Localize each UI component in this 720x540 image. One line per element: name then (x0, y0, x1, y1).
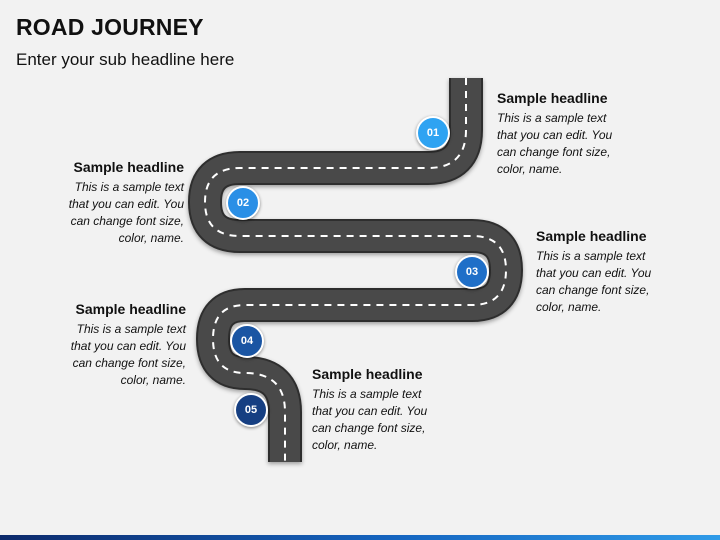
step-number: 02 (236, 197, 250, 209)
step-number: 05 (244, 404, 258, 416)
step-node-05: 05 (234, 393, 268, 427)
page-title: ROAD JOURNEY (16, 14, 204, 40)
bottom-accent-bar (0, 535, 720, 540)
road-lane-marking (203, 78, 508, 462)
page-subtitle: Enter your sub headline here (16, 50, 235, 69)
step-block-03: Sample headline This is a sample text th… (536, 228, 686, 316)
step-node-01: 01 (416, 116, 450, 150)
step-headline: Sample headline (497, 90, 608, 106)
step-text: This is a sample text that you can edit.… (312, 387, 428, 452)
step-number: 01 (426, 127, 440, 139)
step-text: This is a sample text that you can edit.… (497, 111, 613, 176)
step-block-01: Sample headline This is a sample text th… (497, 90, 647, 178)
step-headline: Sample headline (73, 159, 184, 175)
step-number: 04 (240, 335, 254, 347)
step-block-05: Sample headline This is a sample text th… (312, 366, 462, 454)
step-number: 03 (465, 266, 479, 278)
step-node-02: 02 (226, 186, 260, 220)
step-node-04: 04 (230, 324, 264, 358)
step-node-03: 03 (455, 255, 489, 289)
step-block-04: Sample headline This is a sample text th… (36, 301, 186, 389)
step-headline: Sample headline (75, 301, 186, 317)
step-block-02: Sample headline This is a sample text th… (34, 159, 184, 247)
step-headline: Sample headline (312, 366, 423, 382)
step-text: This is a sample text that you can edit.… (68, 180, 184, 245)
step-headline: Sample headline (536, 228, 647, 244)
step-text: This is a sample text that you can edit.… (70, 322, 186, 387)
step-text: This is a sample text that you can edit.… (536, 249, 652, 314)
